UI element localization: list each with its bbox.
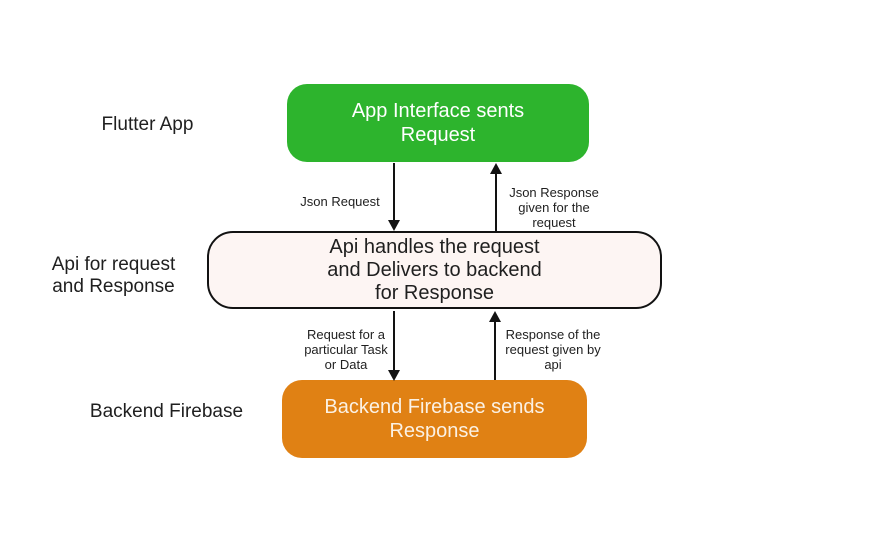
arrowhead-down-icon (388, 370, 400, 381)
arrow-label-json-response-line2: given for the (518, 200, 590, 215)
node-api-handler: Api handles the request and Delivers to … (207, 231, 662, 309)
arrowhead-up-icon (490, 163, 502, 174)
arrow-label-task-request-line1: Request for a (306, 327, 386, 342)
arrow-task-request (393, 311, 395, 371)
arrow-label-api-response-line3: api (544, 357, 562, 372)
node-api-handler-line3: for Response (375, 281, 494, 304)
row-label-backend-firebase: Backend Firebase (84, 401, 249, 423)
arrow-label-api-response: Response of the request given by api (498, 327, 608, 372)
node-api-handler-line2: and Delivers to backend (327, 258, 542, 281)
row-label-api-line2: and Response (52, 276, 175, 297)
arrow-json-response (495, 173, 497, 231)
arrow-label-json-request: Json Request (284, 194, 396, 209)
node-backend-firebase-line1: Backend Firebase sends (324, 396, 545, 418)
arrow-label-api-response-line1: Response of the (505, 327, 601, 342)
arrowhead-up-icon (489, 311, 501, 322)
arrow-label-json-response-line1: Json Response (509, 185, 599, 200)
arrowhead-down-icon (388, 220, 400, 231)
node-backend-firebase: Backend Firebase sends Response (282, 380, 587, 458)
arrow-api-response (494, 321, 496, 380)
row-label-api: Api for request and Response (40, 254, 187, 298)
node-api-handler-line1: Api handles the request (329, 235, 540, 258)
node-app-interface-line2: Request (400, 124, 476, 146)
node-app-interface-line1: App Interface sents (351, 100, 525, 122)
arrow-json-request (393, 163, 395, 221)
arrow-label-task-request: Request for a particular Task or Data (291, 327, 401, 372)
arrow-label-json-request-text: Json Request (300, 194, 380, 209)
arrow-label-task-request-line2: particular Task (304, 342, 388, 357)
arrow-label-json-response: Json Response given for the request (499, 185, 609, 230)
arrow-label-json-response-line3: request (532, 215, 576, 230)
row-label-flutter-app: Flutter App (85, 114, 210, 136)
row-label-api-line1: Api for request (51, 254, 176, 275)
node-backend-firebase-line2: Response (389, 420, 480, 442)
node-app-interface: App Interface sents Request (287, 84, 589, 162)
arrow-label-api-response-line2: request given by (505, 342, 601, 357)
row-label-backend-firebase-text: Backend Firebase (89, 401, 244, 422)
row-label-flutter-app-text: Flutter App (101, 114, 194, 135)
arrow-label-task-request-line3: or Data (324, 357, 368, 372)
